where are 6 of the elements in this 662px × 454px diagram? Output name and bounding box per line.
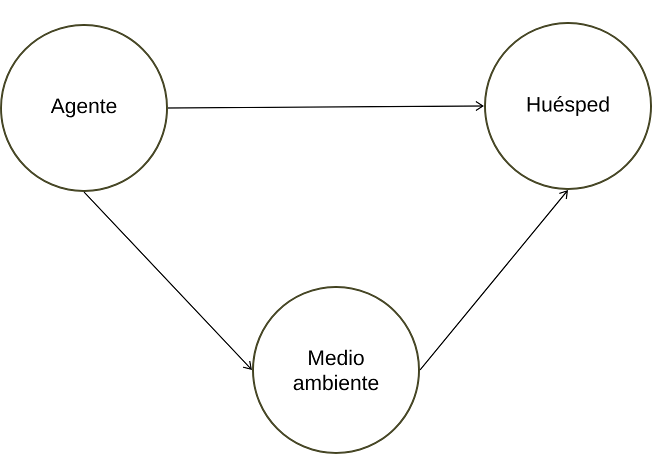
arrow (420, 190, 568, 370)
circle-node: Medio ambiente (252, 286, 420, 454)
arrow (168, 101, 484, 112)
circle-node: Agente (0, 24, 168, 192)
circle-node: Huésped (484, 22, 652, 190)
arrow (84, 192, 252, 370)
